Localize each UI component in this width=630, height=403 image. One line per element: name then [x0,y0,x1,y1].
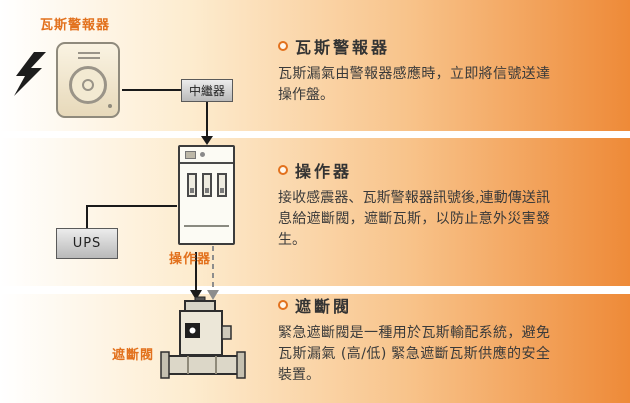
panel-light [200,152,205,157]
section-heading: 遮斷閥 [295,297,353,316]
ups-box: UPS [56,228,118,259]
gas-alarm-device [56,42,120,118]
panel-switch [186,173,197,197]
control-panel-device [178,145,235,245]
relay-box: 中繼器 [181,79,233,102]
operator-diagram-label: 操作器 [169,252,212,267]
panel-divider [184,225,229,227]
alarm-vent-slot [78,57,100,59]
info-section-alarm: 瓦斯警報器 瓦斯漏氣由警報器感應時，立即將信號送達操作盤。 [278,34,564,106]
valve-diagram-label: 遮斷閥 [112,348,155,363]
info-section-valve: 遮斷閥 緊急遮斷閥是一種用於瓦斯輸配系統，避免瓦斯漏氣 (高/低) 緊急遮斷瓦斯… [278,293,564,386]
section-heading: 瓦斯警報器 [295,38,391,57]
section-body: 瓦斯漏氣由警報器感應時，立即將信號送達操作盤。 [278,66,550,103]
bullet-icon [278,41,288,51]
alarm-sensor-inner [82,79,94,91]
panel-top-strip [180,147,233,164]
bullet-icon [278,300,288,310]
alarm-diagram-label: 瓦斯警報器 [40,18,111,33]
panel-switch [216,173,227,197]
relay-label: 中繼器 [188,84,225,98]
alarm-sensor-ring [69,66,107,104]
background-band-bottom [0,294,630,403]
section-body: 緊急遮斷閥是一種用於瓦斯輸配系統，避免瓦斯漏氣 (高/低) 緊急遮斷瓦斯供應的安… [278,325,550,383]
panel-switch [201,173,212,197]
section-heading: 操作器 [295,162,353,181]
alarm-led [108,104,112,108]
panel-indicator [185,150,196,159]
section-body: 接收感震器、瓦斯警報器訊號後,連動傳送訊息給遮斷閥，遮斷瓦斯，以防止意外災害發生… [278,190,550,248]
ups-label: UPS [72,236,102,251]
bullet-icon [278,165,288,175]
info-section-operator: 操作器 接收感震器、瓦斯警報器訊號後,連動傳送訊息給遮斷閥，遮斷瓦斯，以防止意外… [278,158,564,251]
alarm-vent-slot [78,52,100,54]
panel-switches [180,173,233,197]
